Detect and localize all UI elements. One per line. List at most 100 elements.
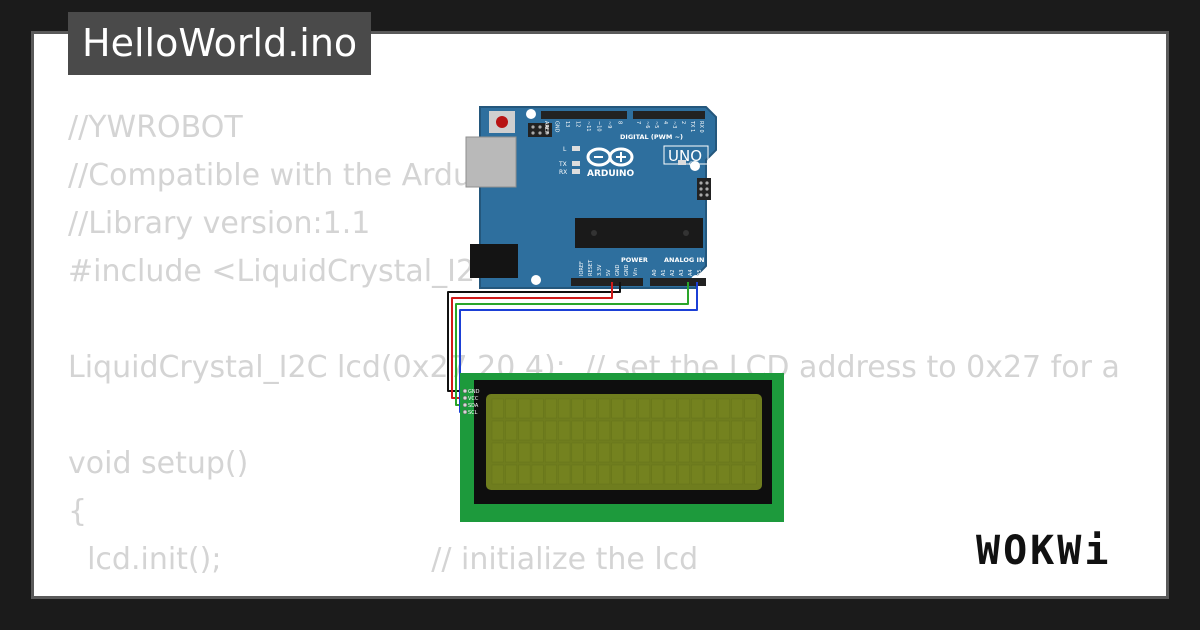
lcd-char-cell	[744, 420, 757, 441]
digital-pin-label: 13	[564, 121, 570, 127]
analog-pin-label: A5	[697, 269, 703, 276]
power-pin-label: Vin	[633, 268, 639, 276]
lcd-char-cell	[691, 398, 704, 419]
lcd-pin[interactable]	[462, 395, 468, 401]
lcd-char-cell	[731, 398, 744, 419]
code-line: //Library version:1.1	[68, 206, 371, 241]
lcd-char-cell	[744, 464, 757, 485]
lcd-char-cell	[704, 442, 717, 463]
lcd-char-cell	[611, 442, 624, 463]
analog-pin-label: A4	[688, 269, 694, 276]
on-led	[678, 160, 686, 165]
reset-button-cap[interactable]	[496, 116, 508, 128]
code-editor[interactable]: //YWROBOT//Compatible with the Ardu//Lib…	[68, 104, 1132, 584]
lcd-char-cell	[544, 420, 557, 441]
code-line: //Compatible with the Ardu	[68, 158, 472, 193]
digital-pin-label: ~11	[585, 121, 591, 132]
lcd-char-cell	[717, 398, 730, 419]
lcd-char-cell	[584, 442, 597, 463]
lcd-char-cell	[598, 464, 611, 485]
lcd-char-cell	[558, 420, 571, 441]
lcd-char-cell	[624, 420, 637, 441]
code-line: #include <LiquidCrystal_I2C	[68, 254, 497, 289]
lcd-char-cell	[571, 420, 584, 441]
mounting-hole	[526, 109, 536, 119]
lcd-char-cell	[664, 398, 677, 419]
lcd-char-cell	[731, 442, 744, 463]
lcd-char-cell	[505, 398, 518, 419]
lcd-pin-label: SDA	[468, 403, 479, 409]
lcd-char-cell	[598, 398, 611, 419]
power-jack	[470, 244, 518, 278]
lcd-char-cell	[571, 464, 584, 485]
analog-header	[650, 278, 706, 286]
power-pin-label: GND	[624, 264, 630, 276]
power-pin-label: 5V	[606, 269, 612, 276]
lcd-char-cell	[717, 442, 730, 463]
arduino-uno-board[interactable]: DIGITAL (PWM ~) UNO ARDUINO ON L TX RX	[465, 106, 717, 289]
lcd-char-cell	[491, 420, 504, 441]
lcd-char-cell	[518, 420, 531, 441]
code-line: LiquidCrystal_I2C lcd(0x27,20,4); // set…	[68, 350, 1132, 385]
lcd-pin[interactable]	[462, 409, 468, 415]
chip-notch	[591, 230, 597, 236]
digital-pin-label: GND	[554, 121, 560, 133]
digital-pin-label: RX 0	[698, 121, 704, 133]
lcd-pin-label: SCL	[468, 410, 478, 416]
lcd-char-cell	[744, 398, 757, 419]
lcd-char-cell	[584, 420, 597, 441]
mounting-hole	[531, 275, 541, 285]
lcd-char-cell	[651, 464, 664, 485]
lcd-char-cell	[505, 420, 518, 441]
lcd-char-cell	[611, 464, 624, 485]
lcd-char-cell	[638, 420, 651, 441]
lcd-char-cell	[624, 464, 637, 485]
rx-label: RX	[559, 169, 567, 176]
arduino-logo-icon	[586, 147, 634, 167]
lcd-char-cell	[717, 464, 730, 485]
digital-pin-label: 7	[635, 121, 641, 124]
lcd-char-cell	[638, 464, 651, 485]
lcd-char-cell	[691, 442, 704, 463]
lcd-char-cell	[505, 464, 518, 485]
l-label: L	[563, 146, 567, 153]
lcd-char-cell	[518, 398, 531, 419]
lcd-character-grid	[491, 398, 757, 485]
lcd-char-cell	[491, 398, 504, 419]
lcd-pin[interactable]	[462, 402, 468, 408]
wokwi-logo: WOKWi	[976, 528, 1112, 574]
lcd-char-cell	[571, 442, 584, 463]
file-tab[interactable]: HelloWorld.ino	[68, 12, 372, 75]
digital-pin-label: AREF	[543, 121, 549, 134]
power-label: POWER	[621, 256, 648, 264]
lcd-char-cell	[558, 398, 571, 419]
lcd-pin[interactable]	[462, 388, 468, 394]
lcd-char-cell	[531, 464, 544, 485]
icsp-header-right	[697, 178, 711, 200]
lcd-char-cell	[691, 464, 704, 485]
digital-pin-label: 4	[662, 121, 668, 124]
lcd-char-cell	[531, 420, 544, 441]
l-led	[572, 146, 580, 151]
power-pin-label: RESET	[588, 259, 594, 276]
lcd-char-cell	[531, 398, 544, 419]
icsp-header	[528, 123, 552, 137]
lcd-char-cell	[624, 398, 637, 419]
power-pin-label: IOREF	[579, 261, 585, 276]
lcd-char-cell	[624, 442, 637, 463]
lcd-char-cell	[651, 442, 664, 463]
tx-led	[572, 161, 580, 166]
lcd-char-cell	[531, 442, 544, 463]
digital-pin-label: 2	[680, 121, 686, 124]
lcd-char-cell	[691, 420, 704, 441]
lcd-char-cell	[638, 398, 651, 419]
lcd-char-cell	[677, 442, 690, 463]
analog-pin-label: A0	[652, 269, 658, 276]
lcd-pin-label: VCC	[468, 396, 479, 402]
tx-label: TX	[558, 161, 567, 168]
lcd-char-cell	[717, 420, 730, 441]
